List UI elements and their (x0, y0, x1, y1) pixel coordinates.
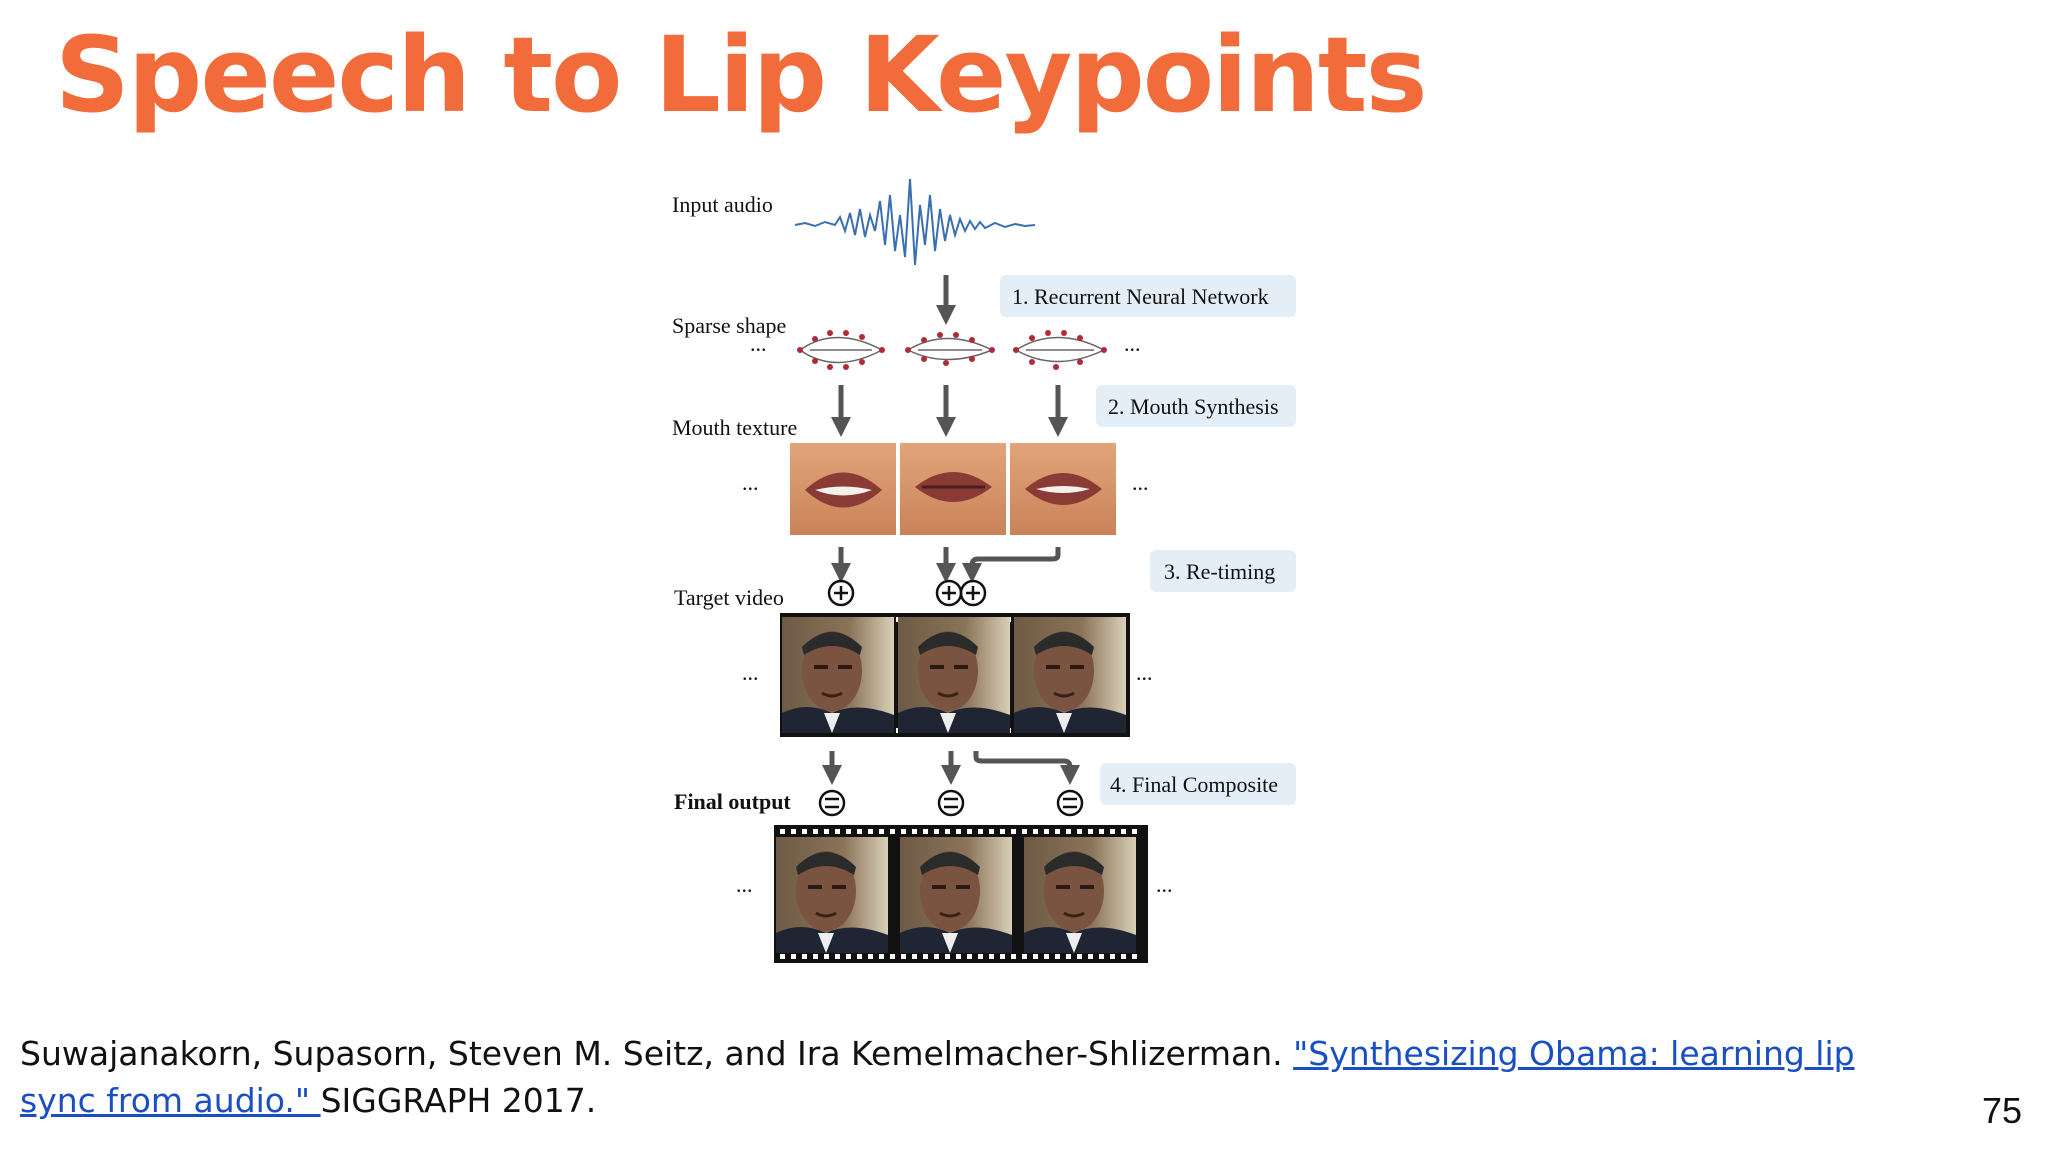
mouth-texture-2 (900, 443, 1006, 535)
lip-landmarks-2 (905, 332, 995, 366)
mouth-texture-3 (1010, 443, 1116, 535)
page-number: 75 (1981, 1090, 2022, 1131)
mouth-texture-1 (790, 443, 896, 535)
final-output-filmstrip (774, 825, 1148, 963)
ellipsis-mouth-left: ... (742, 470, 759, 495)
citation-venue: SIGGRAPH 2017. (320, 1081, 597, 1120)
lip-landmarks-1 (797, 330, 885, 370)
lip-landmarks-3 (1013, 330, 1107, 370)
ellipsis-target-right: ... (1136, 660, 1153, 685)
plus-symbol-3 (959, 579, 987, 607)
label-sparse-shape: Sparse shape (672, 313, 786, 338)
audio-waveform (794, 178, 1036, 266)
slide-title: Speech to Lip Keypoints (55, 14, 1428, 136)
equals-symbol-1 (818, 789, 846, 817)
step-3-label: 3. Re-timing (1164, 559, 1275, 584)
ellipsis-sparse-left: ... (750, 331, 767, 356)
citation-authors: Suwajanakorn, Supasorn, Steven M. Seitz,… (20, 1034, 1294, 1073)
step-2-label: 2. Mouth Synthesis (1108, 394, 1279, 419)
ellipsis-final-left: ... (736, 872, 753, 897)
plus-symbol-1 (827, 579, 855, 607)
pipeline-figure: Input audio 1. Recurrent Neural Network … (672, 178, 1296, 963)
ellipsis-sparse-right: ... (1124, 331, 1141, 356)
label-input-audio: Input audio (672, 192, 773, 217)
ellipsis-target-left: ... (742, 660, 759, 685)
ellipsis-mouth-right: ... (1132, 470, 1149, 495)
target-video-filmstrip (780, 613, 1130, 737)
label-mouth-texture: Mouth texture (672, 415, 797, 440)
step-1-label: 1. Recurrent Neural Network (1012, 284, 1269, 309)
equals-symbol-3 (1056, 789, 1084, 817)
label-final-output: Final output (674, 789, 791, 814)
plus-symbol-2 (935, 579, 963, 607)
citation: Suwajanakorn, Supasorn, Steven M. Seitz,… (20, 1030, 1910, 1124)
equals-symbol-2 (937, 789, 965, 817)
ellipsis-final-right: ... (1156, 872, 1173, 897)
citation-link[interactable]: "Synthesizing Obama: learning lip sync f… (20, 1034, 1855, 1120)
step-4-label: 4. Final Composite (1110, 772, 1278, 797)
label-target-video: Target video (674, 585, 784, 610)
